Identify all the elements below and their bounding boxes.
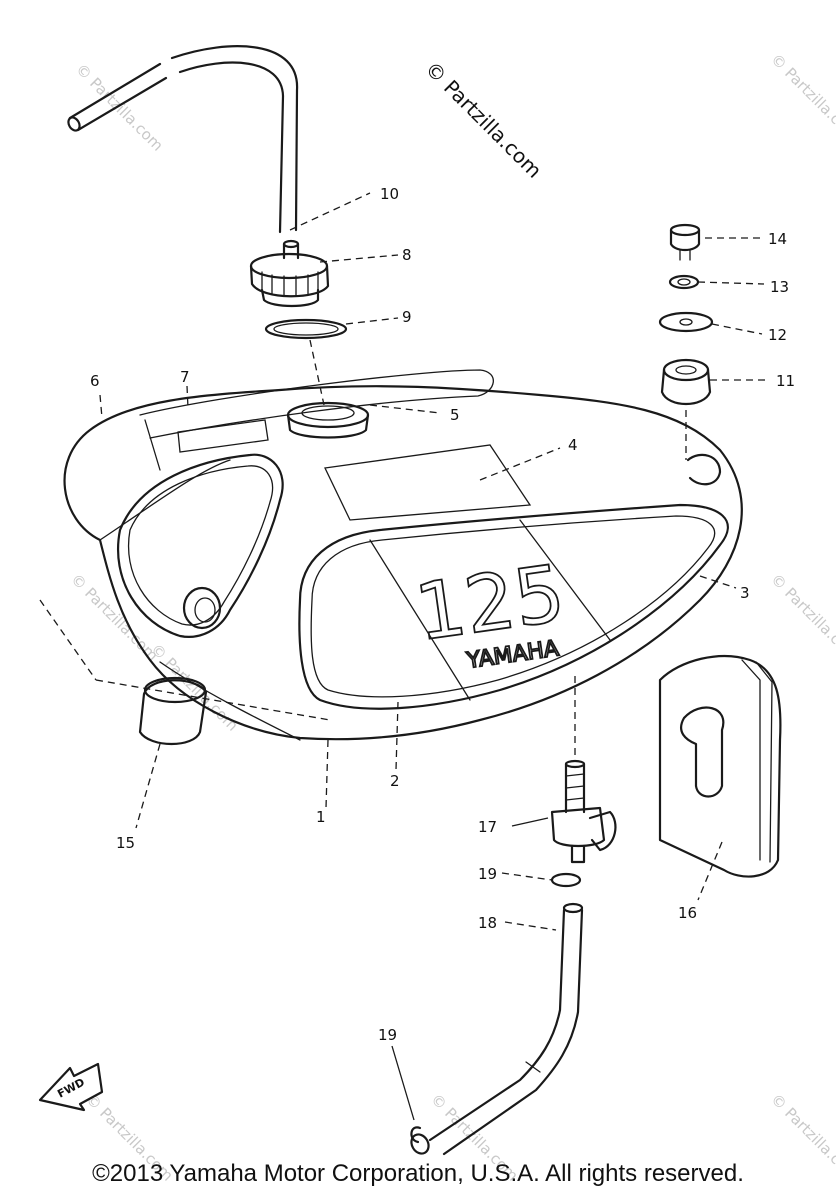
mounting-hardware <box>658 223 714 405</box>
callout-18: 18 <box>478 914 497 932</box>
callout-5: 5 <box>450 406 460 424</box>
rubber-mount-16 <box>658 654 782 878</box>
callout-14: 14 <box>768 230 787 248</box>
fuel-hose <box>410 872 584 1156</box>
cap-gasket <box>264 318 348 340</box>
callout-17: 17 <box>478 818 497 836</box>
fuel-cock <box>550 759 617 864</box>
callout-11: 11 <box>776 372 795 390</box>
callout-1: 1 <box>316 808 326 826</box>
tank-emblem: 125 YAMAHA <box>409 548 571 675</box>
callout-3: 3 <box>740 584 750 602</box>
callout-16: 16 <box>678 904 697 922</box>
callout-15: 15 <box>116 834 135 852</box>
watermark-center: © Partzilla.com <box>147 640 242 735</box>
copyright-notice: ©2013 Yamaha Motor Corporation, U.S.A. A… <box>92 1160 744 1187</box>
callout-6: 6 <box>90 372 100 390</box>
filler-cap <box>249 239 330 308</box>
callouts: 1 2 3 4 5 6 7 8 9 10 11 12 13 14 15 16 1… <box>90 185 795 1044</box>
breather-hose <box>67 45 299 234</box>
callout-19-lower: 19 <box>378 1026 397 1044</box>
callout-19-upper: 19 <box>478 865 497 883</box>
callout-10: 10 <box>380 185 399 203</box>
callout-8: 8 <box>402 246 412 264</box>
watermark-top-right: © Partzilla.com <box>767 50 836 145</box>
fuel-tank <box>63 369 743 741</box>
callout-2: 2 <box>390 772 400 790</box>
watermark-mid-right: © Partzilla.com <box>767 570 836 665</box>
callout-9: 9 <box>402 308 412 326</box>
callout-12: 12 <box>768 326 787 344</box>
callout-7: 7 <box>180 368 190 386</box>
partzilla-watermark: © Partzilla.com <box>420 57 546 183</box>
leader-lines <box>39 192 770 1121</box>
callout-4: 4 <box>568 436 578 454</box>
callout-13: 13 <box>770 278 789 296</box>
emblem-number: 125 <box>410 549 570 659</box>
damper-15 <box>138 676 208 745</box>
